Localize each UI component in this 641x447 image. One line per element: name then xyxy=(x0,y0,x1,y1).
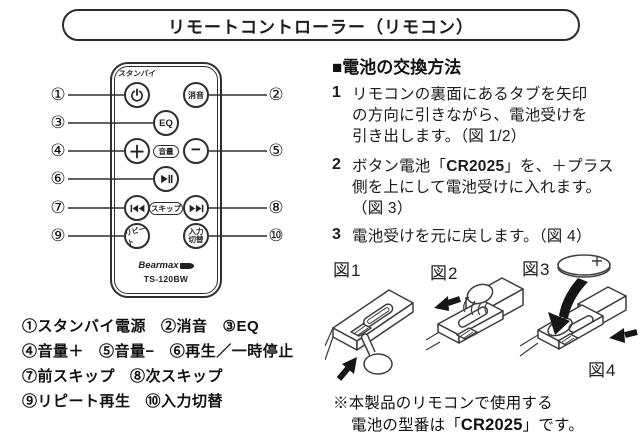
step-1-text: リモコンの裏面にあるタブを矢印 の方向に引きながら、電池受けを 引き出します。（… xyxy=(352,86,588,145)
repeat-button: リピート xyxy=(124,223,150,249)
callout-2: ② xyxy=(268,85,284,104)
battery-model-note: CR2025 xyxy=(460,416,523,434)
minus-label: − xyxy=(191,140,201,159)
next-skip-icon xyxy=(189,204,203,212)
brand-swoosh-icon xyxy=(179,262,194,269)
model-number: TS-120BW xyxy=(143,274,189,284)
standby-caption: スタンバイ xyxy=(117,69,157,78)
battery-model-inline: CR2025 xyxy=(446,158,505,175)
prev-skip-button xyxy=(124,195,150,221)
eq-label: EQ xyxy=(159,117,173,129)
figure-2-label: 図2 xyxy=(430,264,459,283)
button-legend: ①スタンバイ電源 ②消音 ③EQ ④音量＋ ⑤音量− ⑥再生／一時停止 ⑦前スキ… xyxy=(22,313,294,413)
callout-4: ④ xyxy=(50,141,66,160)
legend-item: ⑤音量− xyxy=(99,343,155,360)
callout-8: ⑧ xyxy=(268,198,284,217)
callout-10: ⑩ xyxy=(268,226,284,245)
page-title: リモートコントローラー（リモコン） xyxy=(62,9,580,41)
legend-row-3: ⑦前スキップ ⑧次スキップ xyxy=(22,363,294,388)
skip-label: スキップ xyxy=(151,204,181,213)
callout-lines xyxy=(68,94,267,237)
plus-label: ＋ xyxy=(128,142,146,162)
legend-item: ④音量＋ xyxy=(22,343,85,360)
figure-1-illustration xyxy=(325,289,414,381)
legend-item: ⑧次スキップ xyxy=(130,368,224,385)
input-select-label: 入力切替 xyxy=(188,227,204,244)
legend-item: ⑥再生／一時停止 xyxy=(169,343,294,360)
step-1-number: 1 xyxy=(332,84,341,101)
callout-5: ⑤ xyxy=(268,141,284,160)
legend-item: ⑨リピート再生 xyxy=(22,393,131,410)
figure-4-label: 図4 xyxy=(588,361,617,380)
callout-9: ⑨ xyxy=(50,226,66,245)
play-pause-icon xyxy=(160,174,172,184)
play-pause-button xyxy=(153,166,179,192)
callout-6: ⑥ xyxy=(50,169,66,188)
skip-caption: スキップ xyxy=(149,202,183,215)
legend-item: ②消音 xyxy=(161,318,208,335)
legend-item: ①スタンバイ電源 xyxy=(22,318,147,335)
step-2: 2 ボタン電池「CR2025」を、＋プラス 側を上にして電池受けに入れます。 （… xyxy=(332,156,614,219)
eq-button: EQ xyxy=(153,110,179,136)
battery-note-line-2: 電池の型番は「CR2025」です。 xyxy=(351,416,584,434)
volume-down-button: − xyxy=(183,138,209,164)
legend-item: ⑩入力切替 xyxy=(145,393,224,410)
callout-7: ⑦ xyxy=(50,198,66,217)
legend-row-4: ⑨リピート再生 ⑩入力切替 xyxy=(22,388,294,413)
step-3-number: 3 xyxy=(332,226,341,243)
volume-up-button: ＋ xyxy=(124,138,150,164)
mute-button: 消音 xyxy=(183,82,209,108)
battery-section-heading: ■電池の交換方法 xyxy=(332,58,462,77)
legend-item: ⑦前スキップ xyxy=(22,368,116,385)
repeat-label: リピート xyxy=(124,225,147,248)
step-2-text: ボタン電池「CR2025」を、＋プラス 側を上にして電池受けに入れます。 （図 … xyxy=(352,158,614,217)
power-button xyxy=(124,82,150,108)
callout-3: ③ xyxy=(50,113,66,132)
callout-1: ① xyxy=(50,85,66,104)
brand-logo: Bearmax xyxy=(110,260,222,271)
battery-note-line-1: ※本製品のリモコンで使用する xyxy=(333,395,553,412)
next-skip-button xyxy=(183,195,209,221)
figure-3-4-illustration xyxy=(519,254,638,357)
figure-1-label: 図1 xyxy=(333,261,362,280)
prev-skip-icon xyxy=(130,204,144,212)
figure-3-label: 図3 xyxy=(522,260,551,279)
figure-2-illustration xyxy=(425,277,524,351)
mute-label: 消音 xyxy=(188,90,204,100)
legend-row-2: ④音量＋ ⑤音量− ⑥再生／一時停止 xyxy=(22,338,294,363)
volume-label: 音量 xyxy=(158,147,174,156)
step-1: 1 リモコンの裏面にあるタブを矢印 の方向に引きながら、電池受けを 引き出します… xyxy=(332,84,588,147)
volume-caption: 音量 xyxy=(153,145,179,158)
legend-item: ③EQ xyxy=(222,317,260,335)
power-icon xyxy=(131,88,143,102)
step-3-text: 電池受けを元に戻します。（図 4） xyxy=(352,228,592,245)
remote-diagram: スタンバイ 消音 EQ ＋ 音量 − xyxy=(30,55,310,307)
step-3: 3 電池受けを元に戻します。（図 4） xyxy=(332,226,592,247)
legend-row-1: ①スタンバイ電源 ②消音 ③EQ xyxy=(22,313,294,338)
input-select-button: 入力切替 xyxy=(183,223,209,249)
brand-name: Bearmax xyxy=(138,260,179,271)
step-2-number: 2 xyxy=(332,156,341,173)
